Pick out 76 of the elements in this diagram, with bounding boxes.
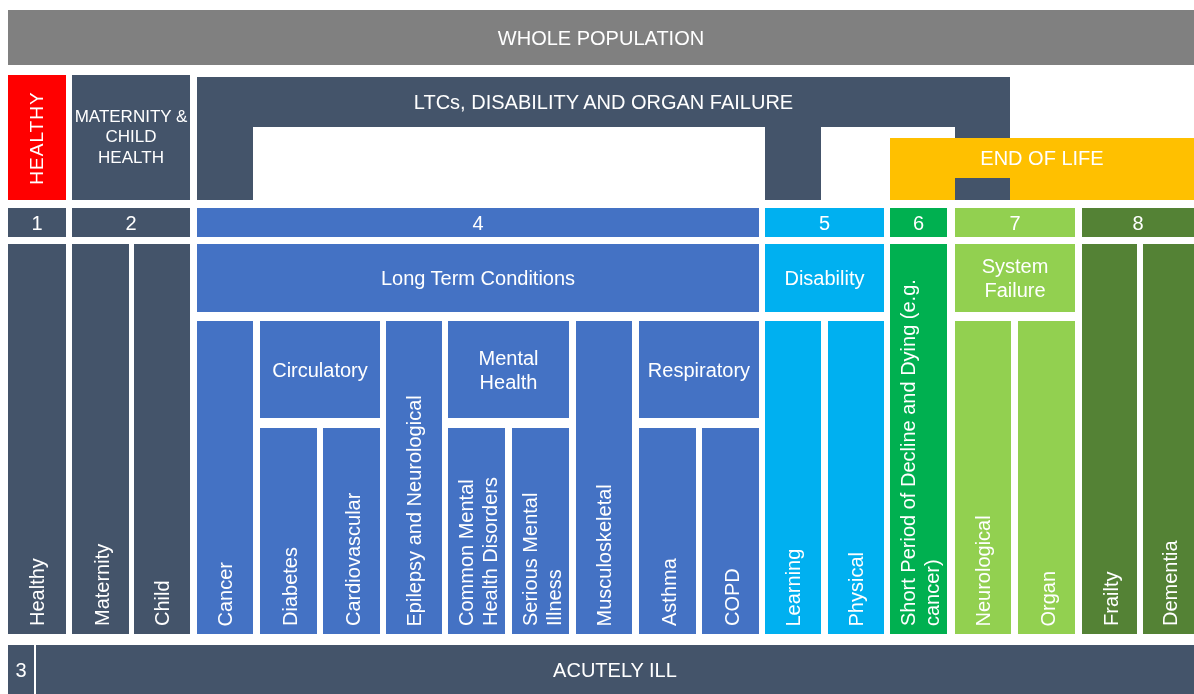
segment-label: Cardiovascular (339, 492, 364, 626)
segment-box (197, 321, 253, 634)
segment-number: 6 (911, 210, 926, 235)
segment-label: Maternity (88, 543, 113, 626)
segment-number: 3 (14, 657, 28, 682)
segment-label: Circulatory (271, 357, 369, 382)
segment-box (765, 244, 884, 312)
segment-label: Neurological (971, 514, 995, 626)
segment-box (639, 321, 759, 418)
segment-box (955, 321, 1011, 634)
segment-box (512, 428, 569, 634)
segment-box (1082, 244, 1137, 634)
number-box (765, 208, 884, 237)
segment-box (8, 75, 66, 200)
segment-box (323, 428, 380, 634)
segment-label: WHOLE POPULATION (496, 25, 706, 50)
segment-number: 2 (124, 210, 138, 235)
segment-label: Serious Mental Illness (516, 491, 565, 626)
segment-box (448, 428, 505, 634)
segment-number: 8 (1131, 210, 1145, 235)
number-box (8, 208, 66, 237)
number-box (955, 208, 1075, 237)
segment-label: Organ (1034, 570, 1059, 626)
segment-box (260, 321, 380, 418)
segment-label: Long Term Conditions (379, 266, 577, 290)
segment-box (448, 321, 569, 418)
segment-box (260, 428, 317, 634)
segment-box (765, 321, 821, 634)
segment-box (386, 321, 442, 634)
band-label: END OF LIFE (979, 146, 1105, 170)
segment-label: Short Period of Decline and Dying (e.g. cancer) (894, 278, 943, 626)
segment-label: Healthy (25, 558, 49, 626)
segment-label: MATERNITY & CHILD HEALTH (73, 106, 189, 169)
number-box (8, 645, 34, 694)
segment-label: ACUTELY ILL (552, 657, 678, 682)
segment-label: Disability (783, 266, 866, 290)
segment-box (72, 244, 129, 634)
segment-label: HEALTHY (25, 90, 48, 185)
segment-box (639, 428, 696, 634)
segment-label: COPD (718, 568, 743, 626)
segment-label: Dementia (1156, 540, 1181, 626)
segment-label: Frailty (1097, 571, 1122, 626)
segment-box (576, 321, 632, 634)
segment-box (1143, 244, 1194, 634)
segment-box (134, 244, 190, 634)
segment-label: Respiratory (646, 357, 752, 382)
segment-label: Diabetes (276, 547, 301, 626)
segment-box (828, 321, 884, 634)
segment-number: 4 (471, 210, 485, 235)
segment-label: Learning (781, 548, 805, 626)
segment-box (72, 75, 190, 200)
segment-number: 7 (1008, 210, 1022, 235)
segment-label: Cancer (213, 561, 237, 626)
segment-box (955, 244, 1075, 312)
segment-label: Mental Health (477, 345, 540, 394)
number-box (890, 208, 947, 237)
number-box (1082, 208, 1194, 237)
segment-number: 5 (817, 210, 832, 235)
segment-label: Child (150, 580, 174, 626)
segment-label: Asthma (655, 558, 680, 626)
segment-box (890, 244, 947, 634)
number-box (72, 208, 190, 237)
segment-box (197, 244, 759, 312)
segment-label: Musculoskeletal (592, 483, 616, 626)
number-box (197, 208, 759, 237)
segment-number: 1 (30, 210, 44, 235)
segment-label: Epilepsy and Neurological (402, 394, 426, 626)
segment-label: System Failure (980, 254, 1050, 302)
segment-label: Physical (844, 551, 868, 626)
segment-label: Common Mental Health Disorders (452, 476, 501, 626)
segment-box (702, 428, 759, 634)
band-label: LTCs, DISABILITY AND ORGAN FAILURE (412, 90, 795, 114)
segment-box (8, 244, 66, 634)
segment-box (36, 645, 1194, 694)
segment-box (1018, 321, 1075, 634)
segment-box (8, 10, 1194, 65)
